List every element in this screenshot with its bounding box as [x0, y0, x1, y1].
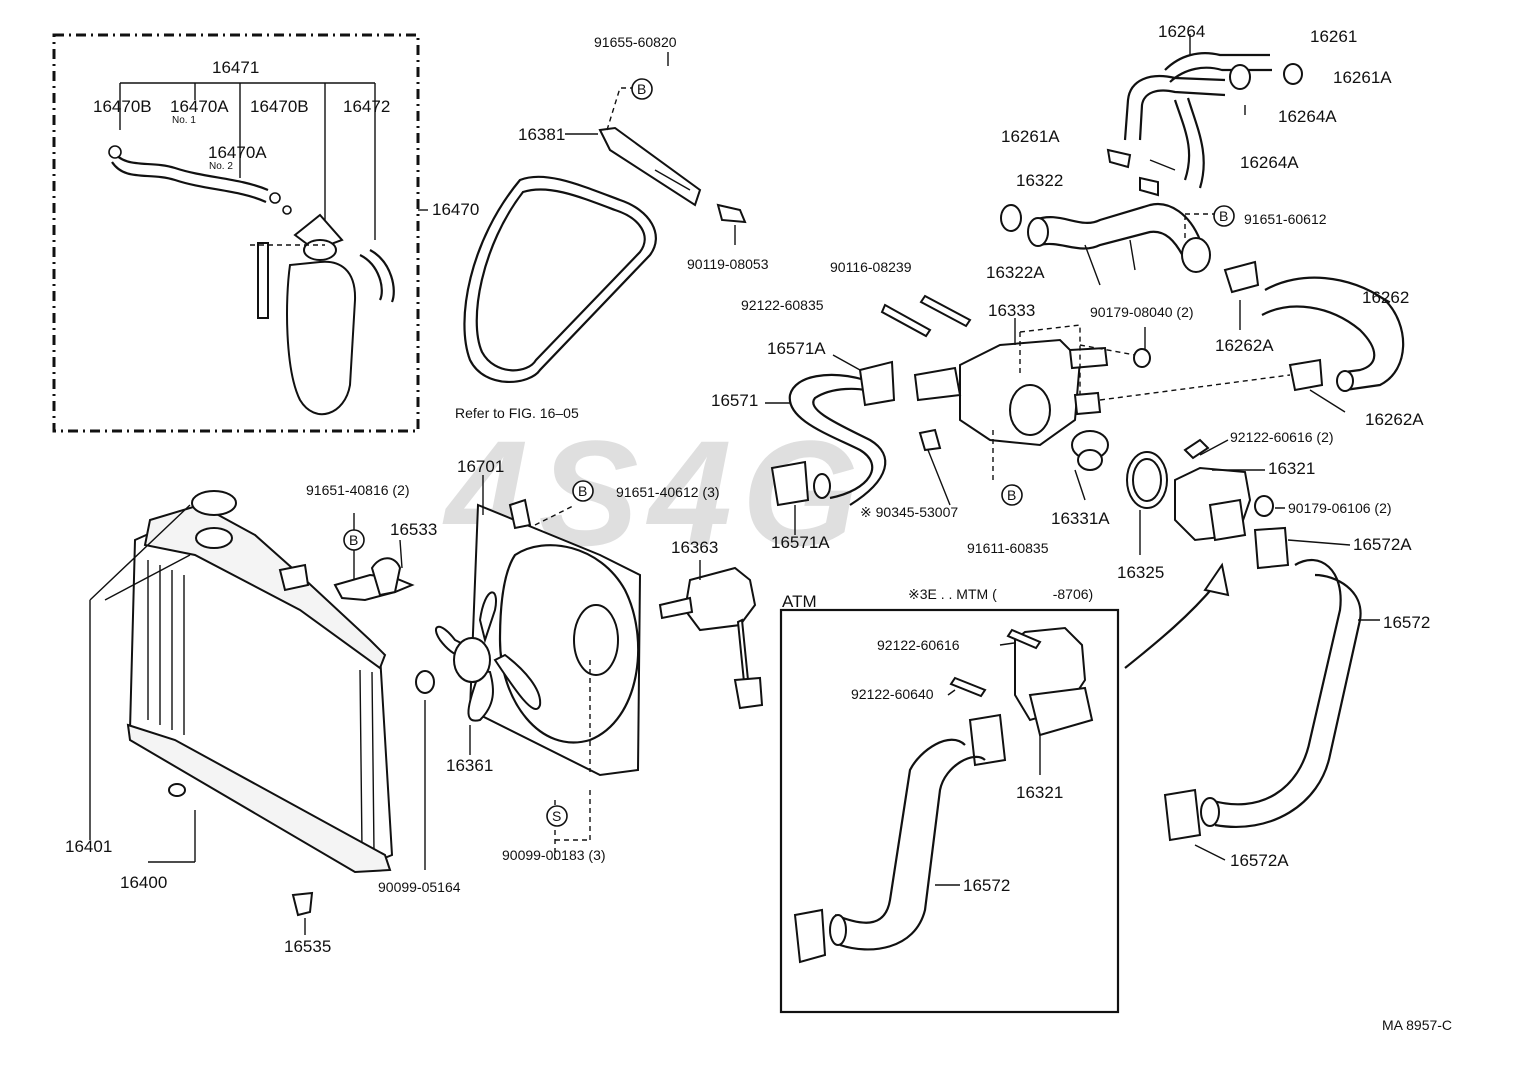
- label-16572a-b: 16572A: [1230, 851, 1289, 870]
- label-91655-60820: 91655-60820: [594, 34, 677, 50]
- drive-belt-group: [463, 52, 747, 383]
- bypass-hoses-group: [1106, 34, 1303, 197]
- label-16400: 16400: [120, 873, 167, 892]
- thermostat-group: [1071, 430, 1168, 555]
- label-16325: 16325: [1117, 563, 1164, 582]
- label-16535: 16535: [284, 937, 331, 956]
- label-92122-60640: 92122-60640: [851, 686, 934, 702]
- label-16571a-b: 16571A: [771, 533, 830, 552]
- label-16322: 16322: [1016, 171, 1063, 190]
- gasket-16322a: [1000, 204, 1022, 232]
- bracket-group: [333, 513, 415, 602]
- label-16261: 16261: [1310, 27, 1357, 46]
- label-16261a-b: 16261A: [1001, 127, 1060, 146]
- label-16363: 16363: [671, 538, 718, 557]
- reservoir-box: [52, 33, 420, 433]
- label-16701: 16701: [457, 457, 504, 476]
- label-16264a-b: 16264A: [1240, 153, 1299, 172]
- label-92122-60616-b: 92122-60616: [877, 637, 960, 653]
- label-92122-60835: 92122-60835: [741, 297, 824, 313]
- label-16470a: 16470A: [170, 97, 229, 116]
- label-16262: 16262: [1362, 288, 1409, 307]
- label-91651-60612: 91651-60612: [1244, 211, 1327, 227]
- marker-b-5: [343, 529, 365, 551]
- label-91651-40612: 91651-40612 (3): [616, 484, 720, 500]
- marker-b-3: [1001, 484, 1023, 506]
- label-16262a-a: 16262A: [1215, 336, 1274, 355]
- marker-b-4: [572, 480, 594, 502]
- label-16264: 16264: [1158, 22, 1205, 41]
- reservoir-tank: [286, 260, 357, 416]
- label-16264a-a: 16264A: [1278, 107, 1337, 126]
- reservoir-group: [52, 33, 428, 433]
- reference-code: MA 8957-C: [1382, 1017, 1452, 1033]
- label-90119-08053: 90119-08053: [687, 256, 769, 272]
- label-16321-b: 16321: [1016, 783, 1063, 802]
- drain-plug: [291, 891, 314, 917]
- label-16470b-a: 16470B: [93, 97, 152, 116]
- label-16571a-a: 16571A: [767, 339, 826, 358]
- marker-s-text: S: [552, 808, 561, 824]
- label-90179-06106: 90179-06106 (2): [1288, 500, 1392, 516]
- fan-motor: [683, 566, 757, 632]
- label-16470b-b: 16470B: [250, 97, 309, 116]
- radiator-group: [89, 490, 435, 935]
- label-90345-53007: ※ 90345-53007: [860, 504, 958, 520]
- label-16322a: 16322A: [986, 263, 1045, 282]
- label-16331a: 16331A: [1051, 509, 1110, 528]
- hose-16262-group: [1099, 260, 1405, 413]
- label-16333: 16333: [988, 301, 1035, 320]
- atm-group: [779, 608, 1120, 1014]
- belt-adjust-bar: [598, 126, 702, 207]
- label-16471: 16471: [212, 58, 259, 77]
- radiator-cap: [191, 490, 237, 516]
- hose-16572-group: [1124, 559, 1380, 861]
- label-16361: 16361: [446, 756, 493, 775]
- label-90179-08040: 90179-08040 (2): [1090, 304, 1194, 320]
- label-90099-05164: 90099-05164: [378, 879, 461, 895]
- refer-note: Refer to FIG. 16–05: [455, 405, 579, 421]
- label-90099-00183: 90099-00183 (3): [502, 847, 606, 863]
- label-92122-60616-a: 92122-60616 (2): [1230, 429, 1334, 445]
- fan-hub: [453, 637, 491, 683]
- label-16262a-b: 16262A: [1365, 410, 1424, 429]
- marker-b-1: [631, 78, 653, 100]
- label-16470: 16470: [432, 200, 479, 219]
- label-91651-40816: 91651-40816 (2): [306, 482, 410, 498]
- label-16572: 16572: [1383, 613, 1430, 632]
- label-16261a-a: 16261A: [1333, 68, 1392, 87]
- atm-note: ※3E . . MTM ( -8706): [908, 586, 1093, 602]
- label-16572-atm: 16572: [963, 876, 1010, 895]
- marker-b-1-text: B: [637, 81, 646, 97]
- label-no2: No. 2: [209, 161, 233, 172]
- fan-group: [435, 475, 642, 860]
- marker-b-2-text: B: [1219, 208, 1228, 224]
- label-16321-a: 16321: [1268, 459, 1315, 478]
- label-16572a-a: 16572A: [1353, 535, 1412, 554]
- radiator-mount: [415, 670, 435, 694]
- label-16571: 16571: [711, 391, 758, 410]
- label-91611-60835: 91611-60835: [967, 540, 1049, 556]
- fan-motor-group: [658, 560, 764, 710]
- atm-title: ATM: [782, 592, 817, 611]
- marker-b-2: [1213, 205, 1235, 227]
- atm-box: [779, 608, 1120, 1014]
- label-16470a-2: 16470A: [208, 143, 267, 162]
- marker-b-3-text: B: [1007, 487, 1016, 503]
- radiator-neck: [195, 527, 233, 549]
- label-16533: 16533: [390, 520, 437, 539]
- marker-b-4-text: B: [578, 483, 587, 499]
- label-16401: 16401: [65, 837, 112, 856]
- water-housing-group: [880, 294, 1151, 506]
- label-16381: 16381: [518, 125, 565, 144]
- hose-16571-group: [765, 354, 896, 535]
- marker-b-5-text: B: [349, 532, 358, 548]
- water-pipe-group: [1000, 202, 1215, 286]
- label-no1: No. 1: [172, 115, 196, 126]
- water-inlet-group: [1174, 438, 1351, 570]
- label-16472: 16472: [343, 97, 390, 116]
- label-90116-08239: 90116-08239: [830, 259, 912, 275]
- marker-s: [546, 805, 568, 827]
